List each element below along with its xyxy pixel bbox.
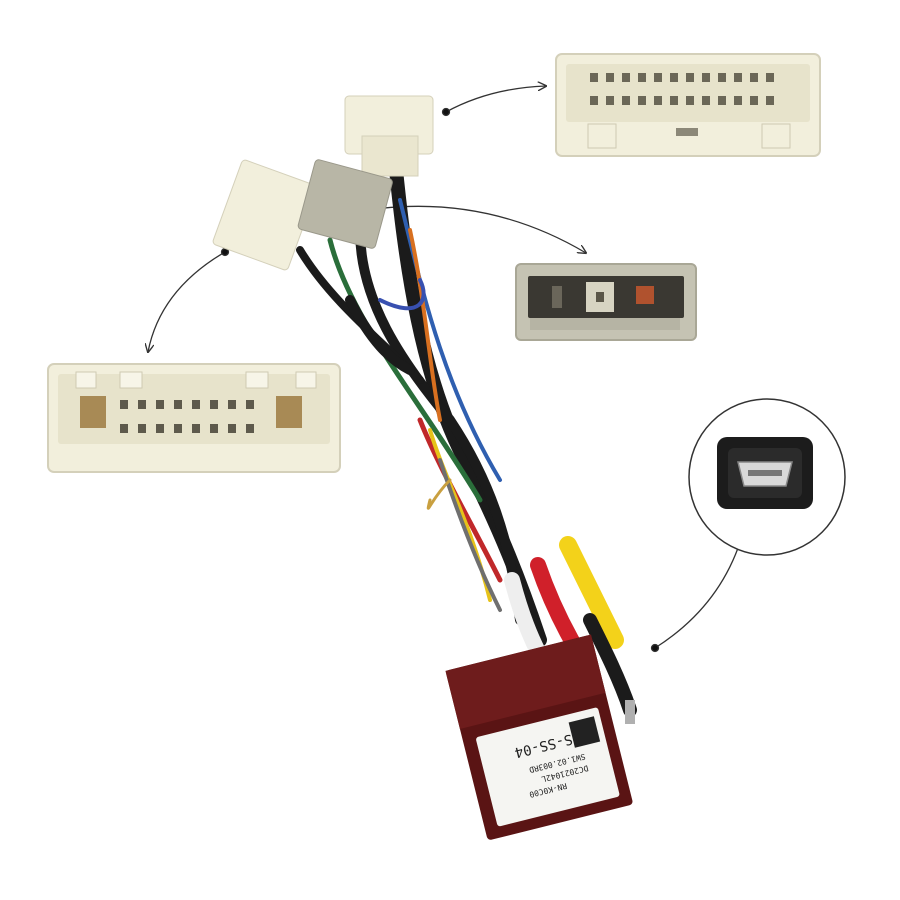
arrow-top-right [445,86,546,113]
harness-connectors [212,95,434,271]
connector-top-right-zoom [555,53,821,157]
arrow-usb [654,547,739,649]
arrow-grey-right [354,205,586,253]
usb-port-zoom [688,398,846,556]
connector-left-zoom [47,363,341,473]
wire-bundle [296,153,547,647]
connector-grey-zoom [515,263,697,341]
decoder-module: RN-K0C00 DC2021042L SW1.02.003RD NS-SS-0… [445,634,633,840]
arrow-left [148,251,226,352]
